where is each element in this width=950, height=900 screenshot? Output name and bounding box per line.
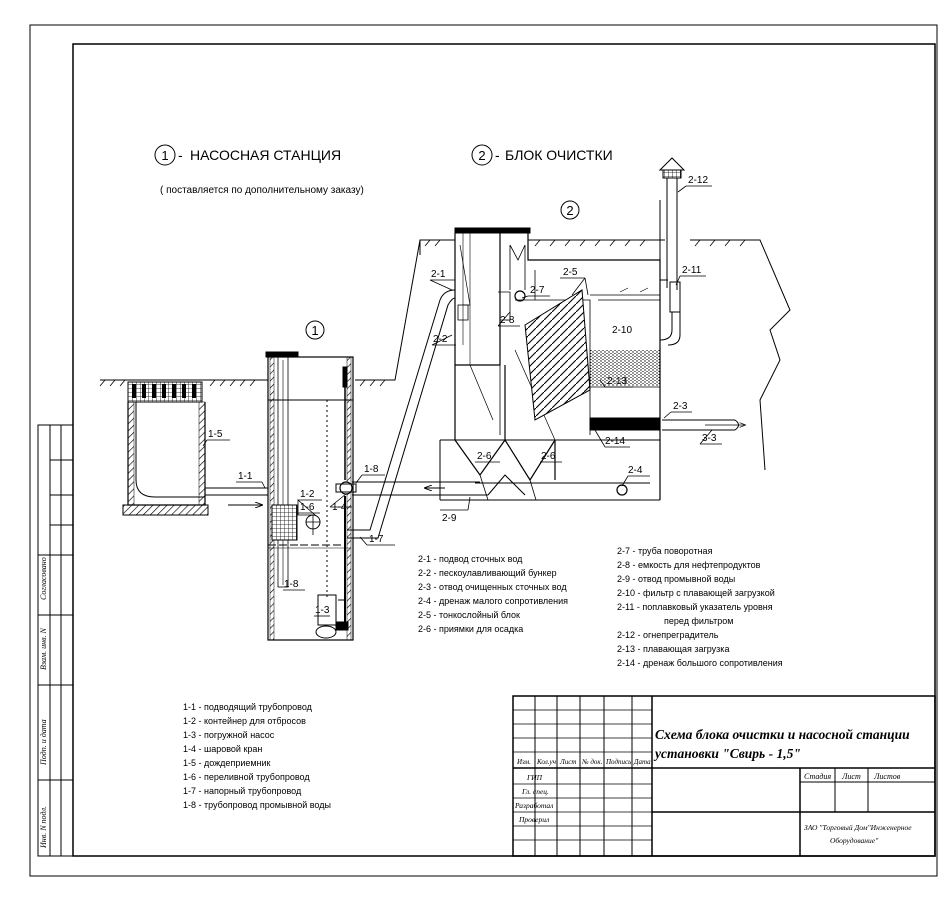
svg-text:ЗАО "Торговый Дом"Инженерное: ЗАО "Торговый Дом"Инженерное — [804, 823, 912, 832]
side-stamp — [37, 424, 74, 857]
pump-station — [265, 351, 357, 641]
svg-text:Гл. спец.: Гл. спец. — [521, 787, 549, 796]
legend-item: 2-5 - тонкослойный блок — [418, 610, 520, 620]
svg-text:2: 2 — [478, 148, 485, 163]
vent-pipe — [658, 157, 686, 346]
callout-1-6: 1-6 — [300, 502, 315, 513]
svg-text:Стадия: Стадия — [804, 772, 831, 781]
callout-2-13: 2-13 — [607, 376, 627, 387]
callout-1-3: 1-3 — [315, 605, 330, 616]
svg-text:-: - — [495, 147, 500, 163]
svg-text:Кол.уч: Кол.уч — [536, 758, 557, 766]
cleaning-unit — [439, 227, 745, 501]
callout-1-8b: 1-8 — [284, 579, 299, 590]
callout-2-11: 2-11 — [682, 265, 702, 276]
svg-text:Оборудование": Оборудование" — [830, 836, 879, 845]
legend-item: 1-7 - напорный трубопровод — [183, 786, 302, 796]
legend-block-1: 2-1 - подвод сточных вод 2-2 - пескоулав… — [418, 554, 568, 634]
clean-heading: 2 - БЛОК ОЧИСТКИ — [471, 144, 613, 166]
outer-frame — [29, 24, 938, 877]
svg-text:Проверил: Проверил — [518, 815, 549, 824]
callout-1-4: 1-4 — [332, 502, 347, 513]
legend-item: 2-4 - дренаж малого сопротивления — [418, 596, 568, 606]
svg-text:Листов: Листов — [873, 772, 901, 781]
legend-item: 2-1 - подвод сточных вод — [418, 554, 523, 564]
legend-item: 2-8 - емкость для нефтепродуктов — [617, 560, 761, 570]
callout-3-3: 3-3 — [702, 433, 717, 444]
svg-text:Лист: Лист — [559, 758, 576, 766]
svg-text:Разработал: Разработал — [514, 801, 553, 810]
svg-text:1: 1 — [311, 323, 318, 338]
callout-2-14: 2-14 — [605, 436, 625, 447]
callout-2-9: 2-9 — [442, 513, 457, 524]
stamp-sign-date: Подп. и дата — [39, 719, 48, 766]
legend-item: 2-6 - приямки для осадка — [418, 624, 523, 634]
svg-text:БЛОК ОЧИСТКИ: БЛОК ОЧИСТКИ — [505, 147, 613, 163]
callout-labels: 2-12 2-11 2-3 3-3 2-4 2-14 2-13 2-10 2-5… — [208, 175, 717, 616]
inlet-pipe — [205, 487, 268, 505]
svg-text:2: 2 — [566, 203, 573, 218]
callout-2-6b: 2-6 — [541, 451, 556, 462]
legend-item: 2-12 - огнепреградитель — [617, 630, 719, 640]
legend-pump: 1-1 - подводящий трубопровод 1-2 - конте… — [183, 702, 331, 810]
title-block-text: Схема блока очистки и насосной станции у… — [514, 727, 912, 845]
callout-2-8: 2-8 — [500, 315, 515, 326]
svg-text:НАСОСНАЯ СТАНЦИЯ: НАСОСНАЯ СТАНЦИЯ — [190, 147, 341, 163]
callout-2-3: 2-3 — [673, 401, 688, 412]
svg-text:№ док.: № док. — [581, 758, 603, 766]
callout-2-6a: 2-6 — [477, 451, 492, 462]
legend-item: 1-5 - дождеприемник — [183, 758, 271, 768]
legend-item: 2-9 - отвод промывной воды — [617, 574, 735, 584]
legend-item: 1-6 - переливной трубопровод — [183, 772, 310, 782]
callout-1-2: 1-2 — [300, 489, 315, 500]
callout-1-5: 1-5 — [208, 429, 223, 440]
legend-item: 2-3 - отвод очищенных сточных вод — [418, 582, 567, 592]
unit-marker-1: 1 — [305, 320, 325, 340]
legend-item: перед фильтром — [664, 616, 733, 626]
unit-marker-2: 2 — [560, 200, 580, 220]
legend-item: 1-3 - погружной насос — [183, 730, 275, 740]
legend-item: 2-10 - фильтр с плавающей загрузкой — [617, 588, 775, 598]
callout-2-4: 2-4 — [628, 465, 643, 476]
pump-note: ( поставляется по дополнительному заказу… — [160, 185, 364, 196]
legend-item: 1-2 - контейнер для отбросов — [183, 716, 306, 726]
legend-item: 2-14 - дренаж большого сопротивления — [617, 658, 783, 668]
legend-item: 2-11 - поплавковый указатель уровня — [617, 602, 773, 612]
legend-item: 2-7 - труба поворотная — [617, 546, 713, 556]
pump-heading: 1 - НАСОСНАЯ СТАНЦИЯ — [154, 144, 341, 166]
svg-text:1: 1 — [161, 148, 168, 163]
callout-1-7: 1-7 — [369, 534, 384, 545]
svg-text:-: - — [178, 147, 183, 163]
title-block — [512, 695, 936, 857]
svg-text:Дата: Дата — [633, 758, 651, 766]
svg-text:Подпись: Подпись — [605, 758, 631, 766]
callout-2-1: 2-1 — [431, 269, 446, 280]
legend-item: 2-13 - плавающая загрузка — [617, 644, 729, 654]
rain-inlet — [122, 381, 209, 516]
callout-1-1: 1-1 — [238, 471, 253, 482]
ground-hatch — [99, 239, 746, 387]
svg-text:Лист: Лист — [841, 772, 861, 781]
legend-item: 2-2 - пескоулавливающий бункер — [418, 568, 557, 578]
legend-item: 1-1 - подводящий трубопровод — [183, 702, 313, 712]
callout-2-7: 2-7 — [530, 285, 545, 296]
legend-item: 1-4 - шаровой кран — [183, 744, 262, 754]
pressure-pipe — [347, 289, 650, 539]
stamp-replace-inv: Взам. инв. N — [39, 627, 48, 670]
callout-2-12: 2-12 — [688, 175, 708, 186]
callout-2-10: 2-10 — [612, 325, 632, 336]
svg-text:ГИП: ГИП — [526, 773, 543, 782]
callout-2-2: 2-2 — [433, 334, 448, 345]
legend-item: 1-8 - трубопровод промывной воды — [183, 800, 331, 810]
callout-2-5: 2-5 — [563, 267, 578, 278]
stamp-agreed: Согласовано — [39, 557, 48, 600]
svg-text:Изм.: Изм. — [516, 758, 531, 766]
stamp-inv-orig: Инв. N подл. — [39, 806, 48, 849]
legend-block-2: 2-7 - труба поворотная 2-8 - емкость для… — [617, 546, 783, 668]
drawing-title: Схема блока очистки и насосной станции — [655, 727, 910, 742]
leader-lines — [202, 185, 722, 617]
callout-1-8a: 1-8 — [364, 464, 379, 475]
drawing-subtitle: установки "Свирь - 1,5" — [653, 746, 801, 761]
